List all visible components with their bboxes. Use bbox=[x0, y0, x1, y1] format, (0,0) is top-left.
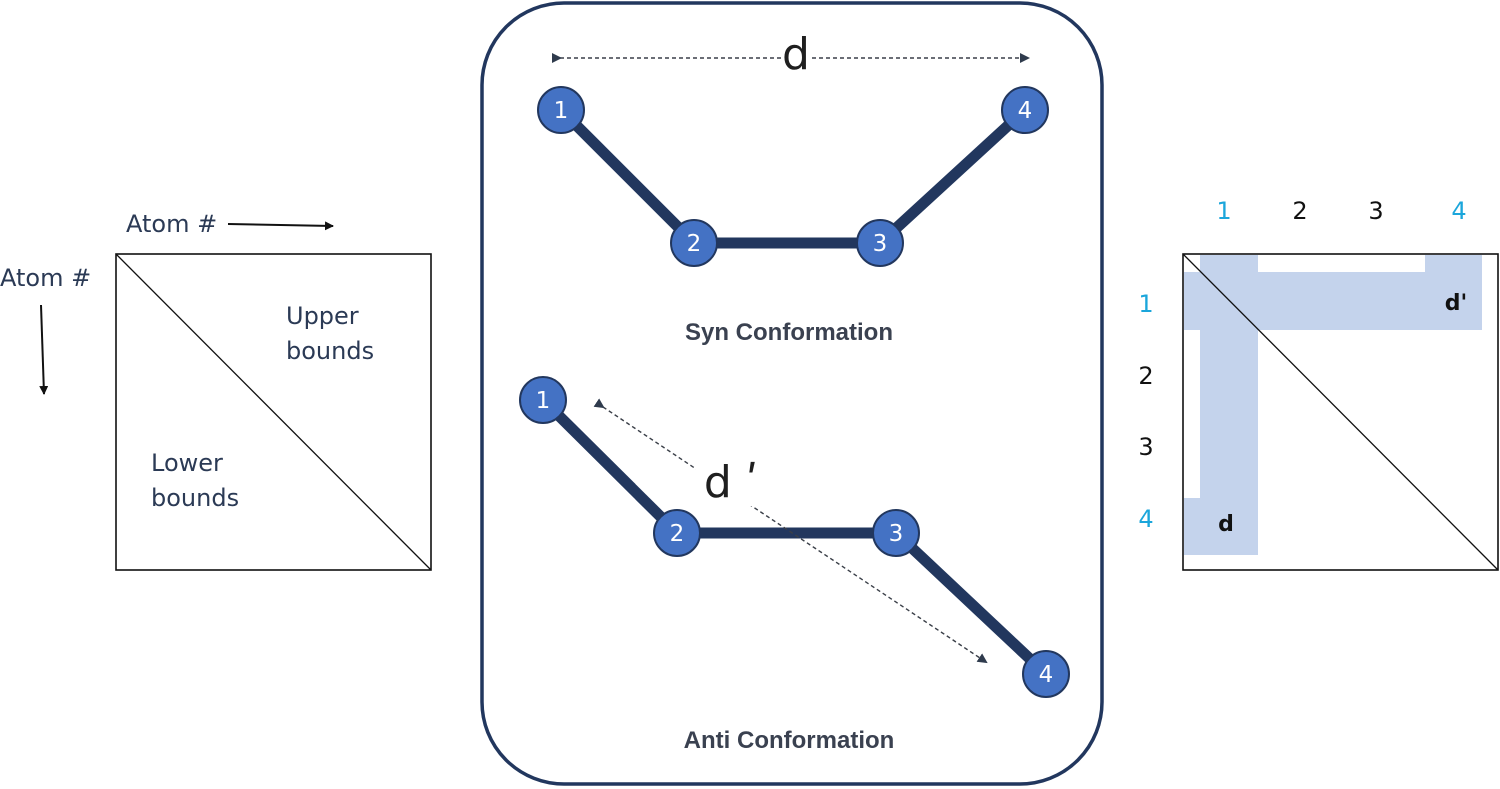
anti-atom-4: 4 bbox=[1022, 650, 1070, 698]
syn-atom-3: 3 bbox=[856, 219, 904, 267]
right-row-label-2: 2 bbox=[1138, 362, 1153, 390]
side-axis-arrow bbox=[39, 304, 49, 395]
lower-bounds-label-line2: bounds bbox=[151, 484, 239, 512]
syn-atom-4-label: 4 bbox=[1018, 98, 1033, 124]
right-row-label-3: 3 bbox=[1138, 433, 1153, 461]
right-row-label-1: 1 bbox=[1138, 290, 1153, 318]
right-matrix-highlight bbox=[1184, 255, 1482, 555]
anti-atom-2-label: 2 bbox=[670, 521, 685, 547]
anti-distance-label: d ʹ bbox=[704, 457, 758, 508]
syn-distance-label: d bbox=[782, 29, 810, 80]
top-axis-label: Atom # bbox=[126, 210, 217, 238]
syn-bond-3-4 bbox=[876, 105, 1029, 248]
lower-bounds-label-line1: Lower bbox=[151, 449, 223, 477]
right-matrix: 1 2 3 4 1 2 3 4 d' d bbox=[1138, 197, 1499, 571]
left-matrix-diagonal bbox=[115, 253, 432, 571]
right-col-label-3: 3 bbox=[1368, 197, 1383, 225]
top-axis-arrow bbox=[227, 221, 334, 231]
anti-atom-1-label: 1 bbox=[536, 388, 551, 414]
syn-atom-2-label: 2 bbox=[687, 231, 702, 257]
anti-atom-3-label: 3 bbox=[889, 521, 904, 547]
anti-atom-3: 3 bbox=[872, 509, 920, 557]
right-matrix-diagonal bbox=[1182, 253, 1499, 571]
anti-caption: Anti Conformation bbox=[684, 727, 895, 754]
syn-caption: Syn Conformation bbox=[685, 319, 893, 346]
upper-bounds-label-line2: bounds bbox=[286, 337, 374, 365]
syn-atom-1-label: 1 bbox=[554, 98, 569, 124]
highlight-cell-4-1 bbox=[1184, 498, 1258, 555]
left-matrix: Atom # Atom # Upper bounds Lower bounds bbox=[0, 210, 432, 571]
highlight-cell-1-4 bbox=[1425, 255, 1482, 330]
anti-atom-4-label: 4 bbox=[1039, 662, 1054, 688]
anti-conformation: d ʹ 1 2 3 4 Anti Conformation bbox=[519, 376, 1070, 754]
syn-conformation: d 1 2 3 4 Syn Conformation bbox=[537, 29, 1049, 346]
upper-cell-label: d' bbox=[1445, 291, 1467, 316]
right-col-label-2: 2 bbox=[1292, 197, 1307, 225]
syn-atom-1: 1 bbox=[537, 86, 585, 134]
upper-bounds-label-line1: Upper bbox=[286, 302, 359, 330]
side-axis-label: Atom # bbox=[0, 264, 91, 292]
syn-atom-2: 2 bbox=[670, 219, 718, 267]
syn-atom-4: 4 bbox=[1001, 86, 1049, 134]
center-panel: d 1 2 3 4 Syn Conformation bbox=[480, 1, 1104, 786]
syn-bond-1-2 bbox=[557, 106, 698, 247]
right-row-label-4: 4 bbox=[1138, 505, 1153, 533]
anti-atom-1: 1 bbox=[519, 376, 567, 424]
lower-cell-label: d bbox=[1218, 512, 1234, 537]
syn-atom-3-label: 3 bbox=[873, 231, 888, 257]
right-col-label-4: 4 bbox=[1451, 197, 1466, 225]
anti-distance-label-bg bbox=[696, 450, 766, 506]
anti-atom-2: 2 bbox=[653, 509, 701, 557]
syn-distance-label-bg bbox=[781, 34, 811, 78]
right-col-label-1: 1 bbox=[1216, 197, 1231, 225]
